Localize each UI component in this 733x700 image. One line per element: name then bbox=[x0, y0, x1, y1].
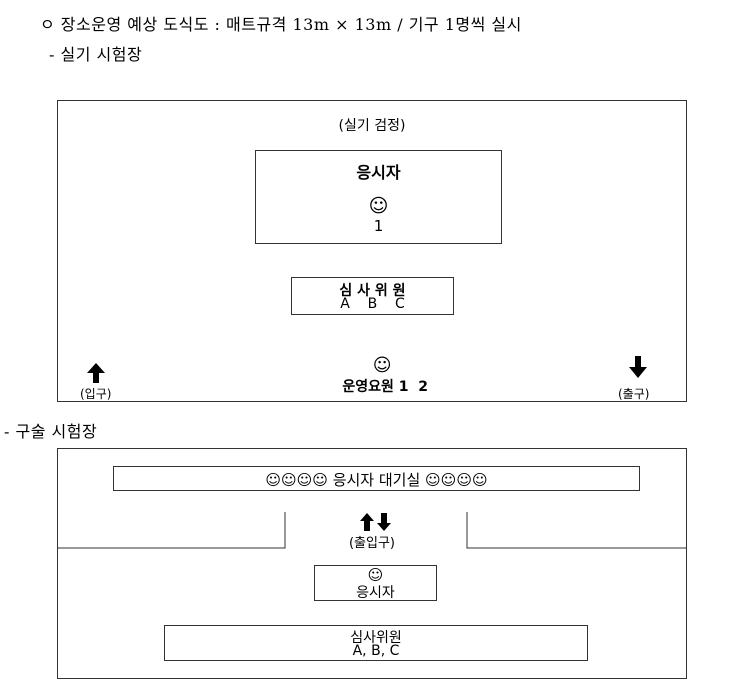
arrow-down-icon bbox=[377, 513, 391, 531]
page-heading: ㅇ 장소운영 예상 도식도 : 매트규격 13m × 13m / 기구 1명씩 … bbox=[40, 15, 522, 34]
partition-walls bbox=[58, 512, 686, 549]
candidate-area: 응시자 ☺ 1 bbox=[255, 150, 502, 244]
smiley-icon: ☺ bbox=[372, 355, 392, 376]
entrance-label: (입구) bbox=[80, 387, 112, 401]
waiting-room-label: ☺☺☺☺ 응시자 대기실 ☺☺☺☺ bbox=[265, 471, 488, 489]
judges-members: A B C bbox=[340, 296, 405, 312]
exit-label: (출구) bbox=[618, 387, 650, 401]
oral-candidate-area: ☺ 응시자 bbox=[314, 565, 437, 601]
staff-label: 운영요원 1 2 bbox=[342, 379, 428, 395]
waiting-room: ☺☺☺☺ 응시자 대기실 ☺☺☺☺ bbox=[113, 466, 640, 491]
oral-candidate-label: 응시자 bbox=[356, 585, 395, 601]
oral-venue-frame: ☺☺☺☺ 응시자 대기실 ☺☺☺☺ (출입구) ☺ 응시자 심사위원 A, B,… bbox=[57, 448, 687, 679]
judges-area: 심 사 위 원 A B C bbox=[291, 277, 454, 315]
candidate-number: 1 bbox=[373, 217, 384, 235]
oral-judges-area: 심사위원 A, B, C bbox=[164, 625, 588, 661]
oral-judges-title: 심사위원 bbox=[350, 630, 402, 646]
arrow-down-icon bbox=[629, 356, 647, 378]
arrow-up-icon bbox=[360, 513, 374, 531]
practical-title: (실기 검정) bbox=[338, 118, 406, 134]
smiley-icon: ☺ bbox=[368, 195, 389, 217]
oral-subtitle: - 구술 시험장 bbox=[4, 422, 98, 441]
practical-venue-frame: (실기 검정) 응시자 ☺ 1 심 사 위 원 A B C ☺ 운영요원 1 2… bbox=[57, 100, 687, 402]
door-label: (출입구) bbox=[348, 536, 396, 551]
staff-row: ☺ 운영요원 1 2 bbox=[58, 336, 686, 415]
judges-label: 심 사 위 원 bbox=[339, 283, 406, 299]
smiley-icon: ☺ bbox=[367, 566, 384, 584]
practical-subtitle: - 실기 시험장 bbox=[49, 45, 143, 64]
arrow-up-icon bbox=[87, 363, 105, 383]
candidate-label: 응시자 bbox=[356, 163, 401, 182]
oral-judges-members: A, B, C bbox=[352, 643, 400, 659]
